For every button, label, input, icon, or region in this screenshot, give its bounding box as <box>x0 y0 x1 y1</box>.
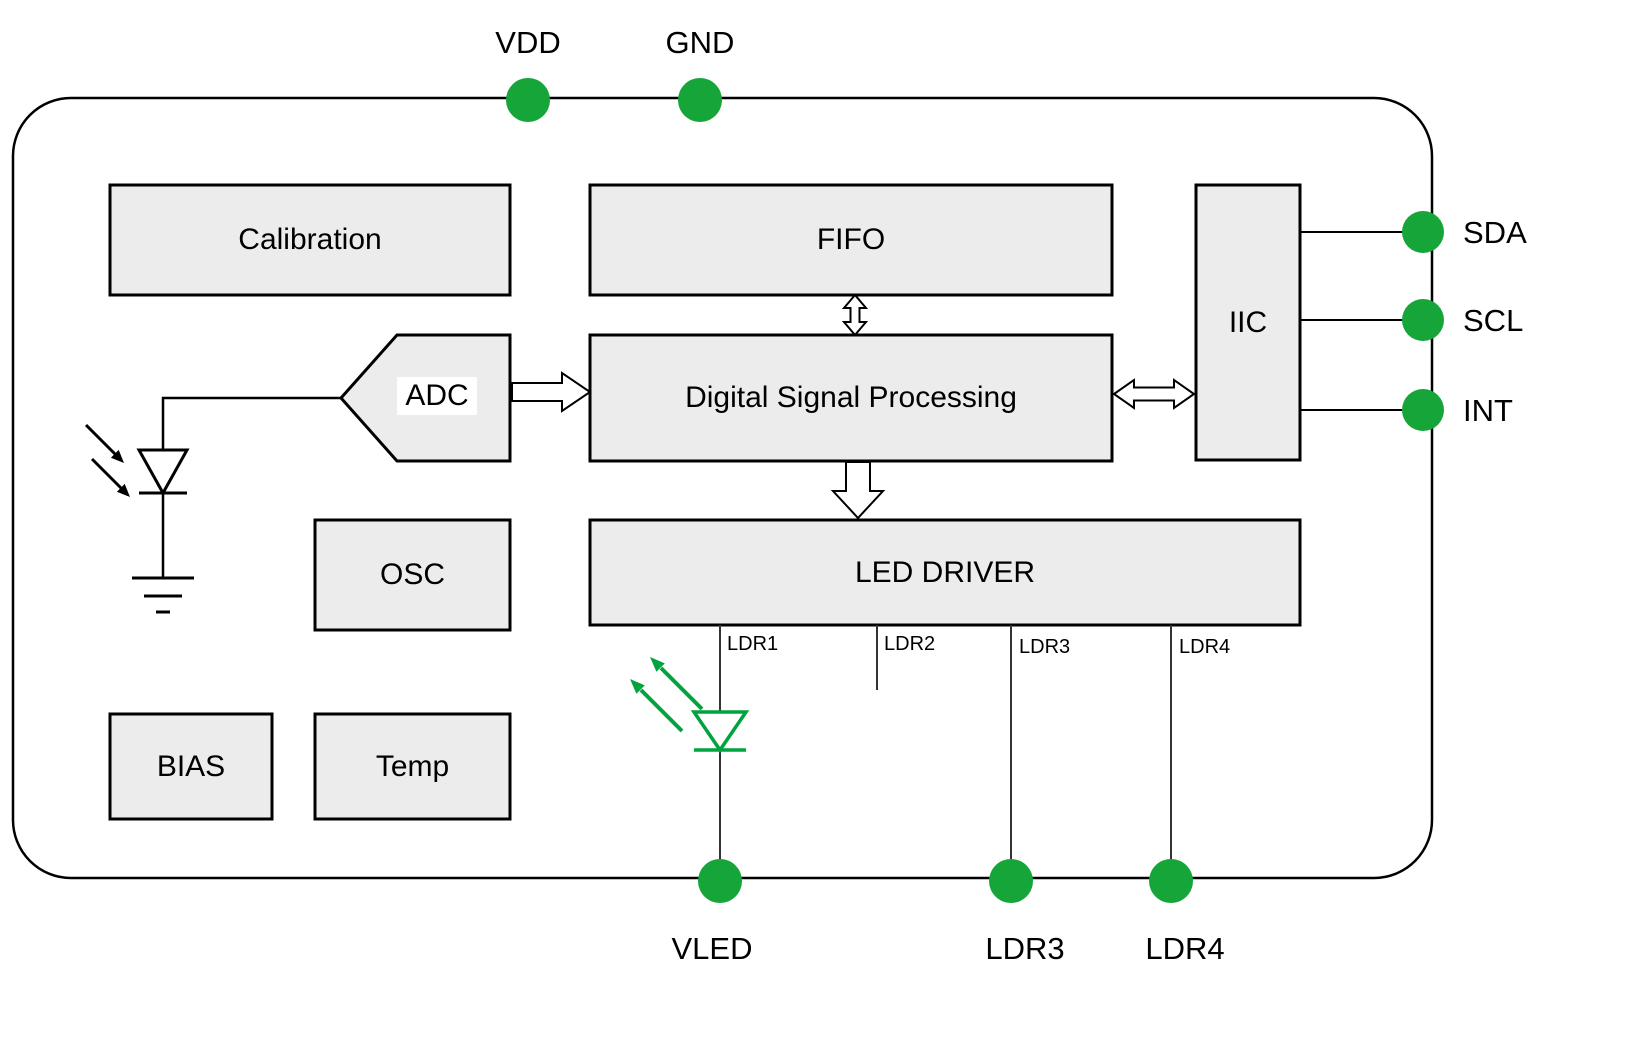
pin-int <box>1402 389 1444 431</box>
light-in-arrow-icon <box>90 457 130 497</box>
pin-vdd <box>506 78 550 122</box>
block-led-driver <box>588 518 1302 627</box>
block-dsp <box>588 333 1114 463</box>
block-temp <box>313 712 512 821</box>
arrow-dsp-iic-icon <box>1112 378 1196 410</box>
block-osc <box>313 518 512 632</box>
block-fifo <box>588 183 1114 297</box>
wire-photodiode-adc <box>161 396 341 450</box>
arrow-adc-dsp-icon <box>511 371 592 413</box>
block-calibration <box>108 183 512 297</box>
arrow-dsp-leddriver-icon <box>830 461 886 520</box>
pin-scl <box>1402 299 1444 341</box>
block-adc <box>338 333 512 463</box>
block-bias <box>108 712 274 821</box>
pin-sda <box>1402 211 1444 253</box>
pin-vled <box>698 859 742 903</box>
photodiode-icon <box>84 423 190 497</box>
light-out-arrow-icon <box>650 657 704 711</box>
light-out-arrow-icon <box>630 679 684 733</box>
arrow-fifo-dsp-icon <box>841 293 869 337</box>
light-in-arrow-icon <box>84 423 124 463</box>
block-iic <box>1194 183 1302 462</box>
pin-ldr4 <box>1149 859 1193 903</box>
ground-icon <box>132 576 194 614</box>
pin-ldr3 <box>989 859 1033 903</box>
pin-gnd <box>678 78 722 122</box>
led-icon <box>630 657 750 754</box>
